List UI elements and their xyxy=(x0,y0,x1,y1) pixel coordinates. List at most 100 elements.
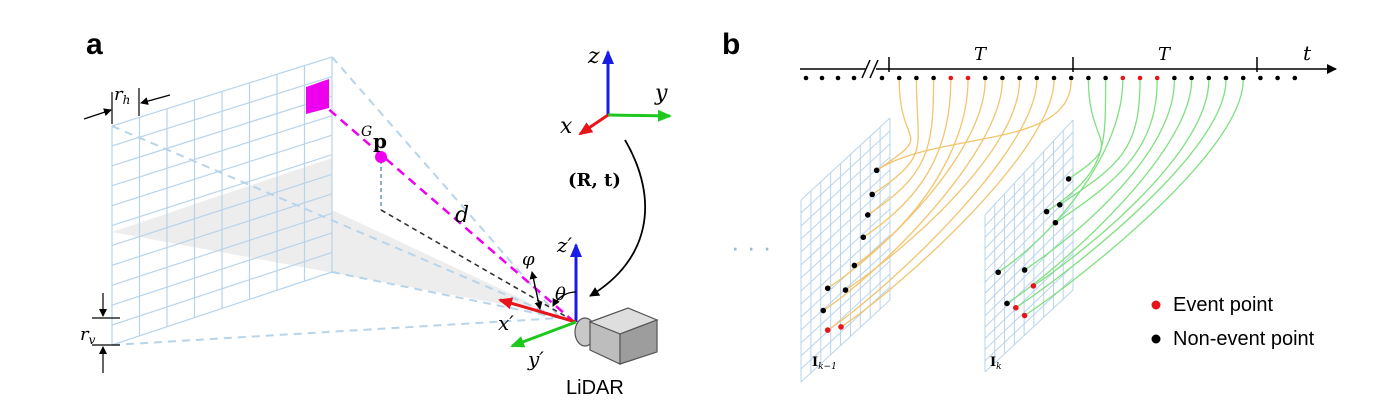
grid-row-line xyxy=(800,221,891,305)
trajectory-curve xyxy=(1046,79,1107,213)
phi-arrow-back xyxy=(529,271,541,310)
non-event-point xyxy=(869,191,875,198)
grid-row-line xyxy=(111,271,333,346)
time-sample-dot xyxy=(851,75,857,81)
event-time-dot xyxy=(1154,75,1160,81)
grid-row-line xyxy=(111,75,333,147)
lidar-x-axis xyxy=(498,297,577,324)
time-sample-dot xyxy=(1000,75,1005,81)
trajectory-curve xyxy=(845,79,1021,291)
non-event-point xyxy=(1065,176,1072,182)
rv-label: rv xyxy=(80,324,96,347)
time-label: t xyxy=(1303,41,1312,65)
non-event-point xyxy=(1043,208,1050,215)
trajectory-curve xyxy=(1033,79,1210,287)
grid-row-line xyxy=(984,156,1074,249)
time-sample-dot xyxy=(819,75,825,81)
trajectory-curve xyxy=(1068,79,1103,180)
grid-row-line xyxy=(984,228,1074,317)
event-point xyxy=(824,327,831,333)
non-event-point xyxy=(860,234,867,241)
theta-label: θ xyxy=(555,284,566,305)
event-time-dot xyxy=(965,75,971,81)
time-sample-dot xyxy=(982,75,988,81)
lidar-y-label: y′ xyxy=(527,347,544,371)
grid-row-line xyxy=(984,119,1074,216)
ellipsis: · · · xyxy=(731,232,771,262)
panel-b: b T T t · · · Ik−1 Ik Event point Non-ev… xyxy=(722,28,1337,383)
time-sample-dot xyxy=(1086,75,1091,81)
frustum-lines xyxy=(111,56,561,346)
lidar-x-label: x′ xyxy=(498,311,514,335)
grid-row-line xyxy=(800,169,891,253)
time-sample-dot xyxy=(1103,75,1108,81)
time-sample-dot xyxy=(879,75,885,81)
time-sample-dot xyxy=(1206,75,1212,81)
time-sample-dot xyxy=(1189,75,1194,81)
time-sample-dot xyxy=(1240,75,1246,81)
world-z-label: z xyxy=(587,44,600,69)
grid-row-line xyxy=(800,299,891,383)
rh-arrow-left xyxy=(83,108,112,120)
rh-arrow-right xyxy=(140,94,171,105)
grid-row-line xyxy=(800,143,891,227)
trajectory-curve xyxy=(827,79,1038,331)
ray-to-cell xyxy=(317,99,573,321)
panel-a-label: a xyxy=(86,28,103,61)
world-y-label: y xyxy=(654,81,668,106)
legend-swatch-event xyxy=(1151,300,1161,310)
grid-row-line xyxy=(800,260,891,344)
lidar-z-label: z′ xyxy=(556,233,573,257)
axis-break-2 xyxy=(869,59,879,79)
grid-row-line xyxy=(984,216,1074,306)
lidar-y-axis xyxy=(510,320,577,348)
frame-points-prev xyxy=(820,167,880,333)
grid-row-line xyxy=(984,143,1074,238)
world-x-axis xyxy=(578,113,609,136)
trajectory-curve xyxy=(876,79,912,171)
grid-row-line xyxy=(111,212,333,286)
point-label: p xyxy=(373,129,387,153)
grid-row-line xyxy=(111,134,333,207)
grid-row-line xyxy=(984,204,1074,294)
time-sample-dot xyxy=(1068,75,1074,81)
scan-wedge xyxy=(112,158,545,312)
time-sample-dot xyxy=(1017,75,1022,81)
panel-a: a G p d rh rv xyxy=(80,28,672,399)
non-event-point xyxy=(1021,267,1028,273)
trajectory-curve xyxy=(997,79,1124,273)
transform-label: (R, t) xyxy=(568,170,621,191)
panel-b-label: b xyxy=(722,28,740,61)
grid-row-line xyxy=(984,192,1074,283)
event-time-dot xyxy=(1120,75,1126,81)
trajectory-curve xyxy=(1024,79,1176,271)
lidar-frame: z′ x′ y′ xyxy=(498,233,582,371)
grid-row-line xyxy=(984,241,1074,328)
non-event-point xyxy=(842,287,849,293)
grid-row-line xyxy=(111,232,333,306)
trajectory-curve xyxy=(871,79,919,196)
rh-label: rh xyxy=(114,84,130,107)
trajectory-curve xyxy=(1024,79,1244,317)
lidar-label: LiDAR xyxy=(566,377,624,399)
time-sample-dot xyxy=(1051,75,1057,81)
non-event-point xyxy=(995,269,1001,276)
theta-arc xyxy=(552,291,577,307)
world-y-axis xyxy=(607,109,672,122)
phi-label: φ xyxy=(522,249,535,270)
grid-row-line xyxy=(984,265,1074,350)
grid-row-line xyxy=(111,173,333,247)
time-sample-dot xyxy=(1292,75,1298,81)
non-event-point xyxy=(820,307,827,314)
world-x-label: x xyxy=(560,114,573,139)
lidar-device xyxy=(574,307,659,365)
trajectory-curve xyxy=(854,79,969,267)
event-point xyxy=(1021,312,1028,319)
distance-label: d xyxy=(455,203,469,228)
event-point xyxy=(838,324,844,330)
frame-prev-label: Ik−1 xyxy=(812,355,837,372)
trajectory-curve xyxy=(827,79,986,289)
grid-row-line xyxy=(984,289,1074,373)
grid-row-line xyxy=(111,251,333,326)
